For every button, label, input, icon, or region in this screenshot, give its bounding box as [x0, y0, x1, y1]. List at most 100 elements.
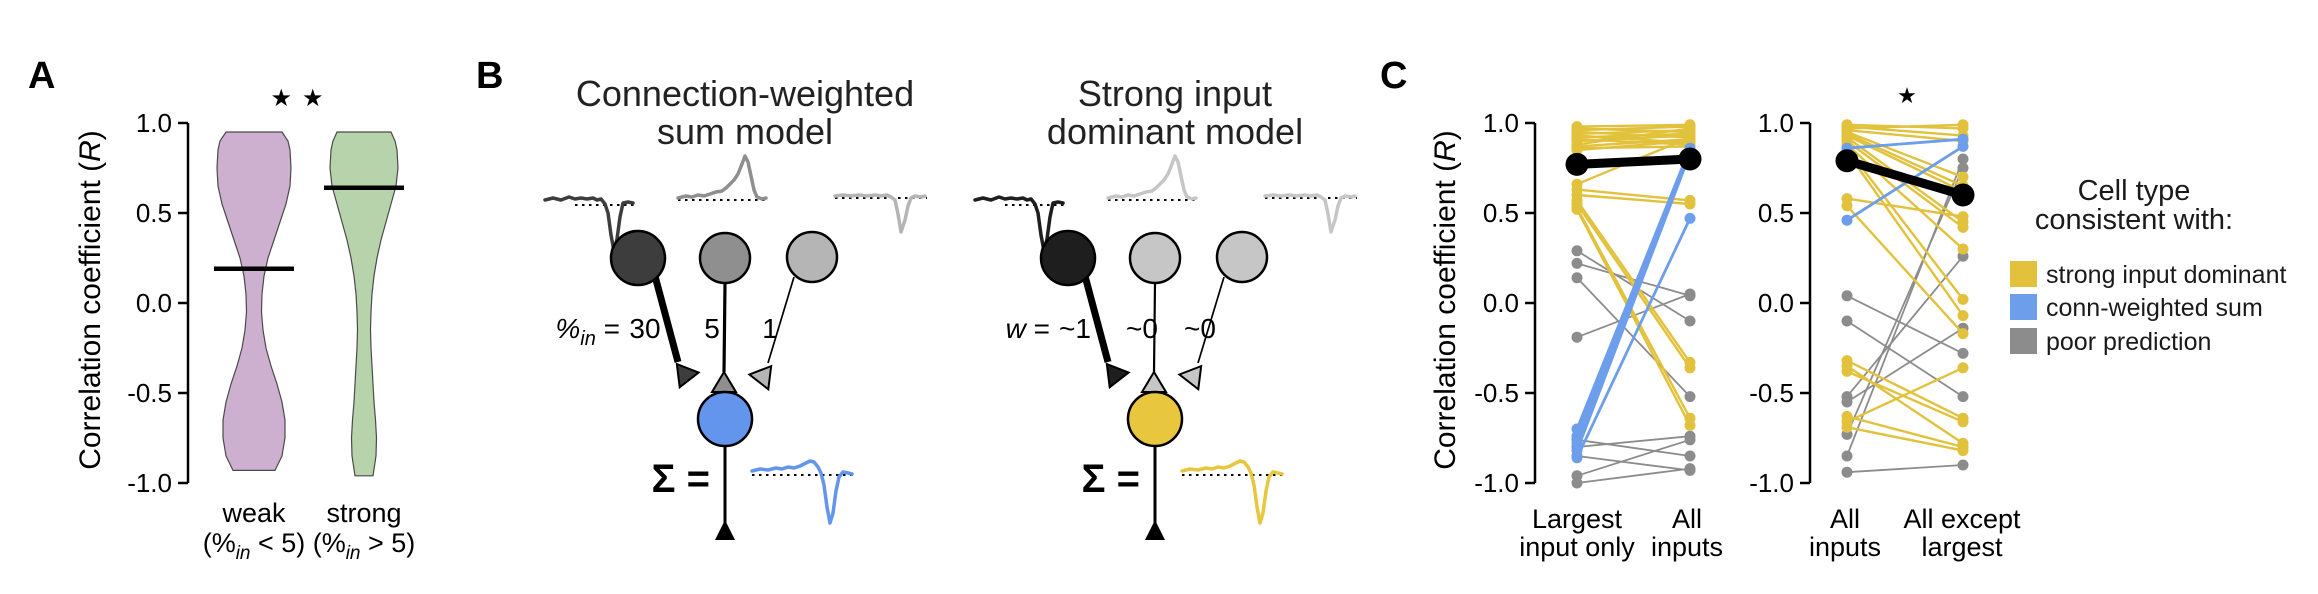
data-point	[1957, 243, 1969, 255]
input-neuron-3	[1215, 230, 1269, 284]
pair-line	[1575, 153, 1692, 452]
weight-value: 1	[762, 313, 778, 344]
panel-b-letter: B	[476, 55, 503, 97]
condition-label: inputs	[1809, 532, 1881, 562]
mean-line	[1845, 156, 1965, 200]
synapse-triangle-2	[1140, 370, 1168, 393]
condition-label: input only	[1519, 532, 1635, 562]
data-point	[1684, 198, 1696, 210]
data-point	[1571, 477, 1583, 489]
data-point	[1684, 450, 1696, 462]
axon-terminal	[1145, 520, 1165, 540]
y-axis-label: Correlation coefficient (R)	[1429, 130, 1462, 470]
pair-line	[1846, 130, 1964, 179]
data-point	[1841, 421, 1853, 433]
y-axis-label-text: Correlation coefficient (R)	[1429, 130, 1462, 470]
data-point	[1684, 434, 1696, 446]
model-title-line2: sum model	[657, 111, 833, 152]
data-point	[1684, 122, 1696, 134]
pair-line	[1576, 455, 1691, 472]
legend-title-line1: Cell type	[2078, 175, 2191, 207]
y-tick-label: 0.5	[1483, 198, 1519, 228]
mean-line	[1576, 154, 1691, 169]
data-point	[1841, 450, 1853, 462]
data-point	[1841, 466, 1853, 478]
pair-line	[1846, 366, 1964, 423]
pair-line	[1846, 359, 1964, 420]
synapse-triangle-3	[1177, 364, 1203, 392]
y-axis-label-text: Correlation coefficient (R)	[74, 130, 107, 470]
panel-c-x-labels: Largest input only All inputs All inputs…	[1519, 504, 2021, 562]
violin-strong	[329, 131, 399, 477]
pair-line	[1846, 204, 1964, 335]
pair-line	[1576, 134, 1691, 143]
response-trace	[1180, 459, 1284, 525]
response-trace	[676, 154, 768, 201]
synapse-triangle-3	[747, 364, 773, 392]
data-point	[1957, 445, 1969, 457]
panel-a-y-axis: 1.00.50.0-0.5-1.0	[127, 108, 190, 498]
data-point	[1684, 362, 1696, 374]
pair-line	[1846, 294, 1964, 355]
y-tick-label: 1.0	[136, 108, 172, 138]
pair-line	[1846, 255, 1964, 398]
mean-point	[1678, 147, 1702, 171]
strong-layer	[1841, 119, 1969, 457]
paired-line-plots: 1.00.50.0-0.5-1.01.00.50.0-0.5-1.0	[1474, 108, 1975, 498]
strong-input-dominant-model: w =~1~0~0	[973, 154, 1357, 540]
mean-point	[1565, 152, 1589, 176]
data-point	[1957, 140, 1969, 152]
y-tick-label: -1.0	[1749, 468, 1794, 498]
data-point	[1841, 365, 1853, 377]
axon-terminal	[715, 520, 735, 540]
data-point	[1957, 310, 1969, 322]
synapse-triangle-1	[675, 362, 701, 390]
data-point	[1571, 452, 1583, 464]
response-trace	[1106, 154, 1198, 201]
data-point	[1684, 131, 1696, 143]
panel-a-letter: A	[28, 55, 55, 97]
condition-label: Largest	[1532, 504, 1623, 534]
pair-line	[1846, 327, 1964, 403]
condition-label: largest	[1921, 532, 2003, 562]
legend-label-poor-prediction: poor prediction	[2046, 328, 2211, 356]
pair-line	[1846, 129, 1964, 143]
output-neuron-soma	[696, 390, 754, 448]
legend-swatch-strong-input-dominant	[2010, 261, 2037, 287]
response-trace	[833, 193, 927, 234]
panel-c: C ★ Correlation coefficient (R) 1.00.50.…	[1380, 55, 2286, 562]
pair-line	[1846, 415, 1964, 449]
input-neuron-1	[609, 229, 667, 287]
y-tick-label: 0.5	[136, 198, 172, 228]
data-point	[1684, 288, 1696, 300]
data-point	[1841, 200, 1853, 212]
data-point	[1957, 391, 1969, 403]
group-label: strong	[326, 498, 401, 528]
condition-label: All	[1672, 504, 1702, 534]
data-point	[1571, 144, 1583, 156]
input-line-mid	[722, 282, 727, 373]
panel-a: A ★★ Correlation coefficient (R) 1.0 0.5 0…	[28, 55, 415, 564]
input-line-weak	[1197, 276, 1225, 364]
condition-label: All	[1830, 504, 1860, 534]
y-tick-label: 1.0	[1758, 108, 1794, 138]
data-point	[1571, 245, 1583, 257]
paired-plot-right: 1.00.50.0-0.5-1.0	[1749, 108, 1975, 498]
y-tick-label: -0.5	[1474, 378, 1519, 408]
model-title-line1: Strong input	[1078, 73, 1272, 114]
condition-label: All except	[1903, 504, 2021, 534]
input-line-strong	[651, 275, 682, 363]
weight-value: 5	[704, 313, 720, 344]
input-line-strong	[1081, 275, 1112, 363]
y-tick-label: 0.0	[1483, 288, 1519, 318]
pair-line	[1846, 134, 1964, 193]
sigma-equals-label: Σ =	[652, 457, 710, 501]
y-tick-label: 0.5	[1758, 198, 1794, 228]
significance-stars: ★★	[270, 85, 333, 112]
panel-b: B Connection-weighted sum model Strong i…	[476, 55, 1357, 540]
y-tick-label: 0.0	[136, 288, 172, 318]
pair-line	[1576, 139, 1691, 152]
input-neuron-2	[1128, 231, 1182, 285]
y-axis-label: Correlation coefficient (R)	[74, 130, 107, 470]
